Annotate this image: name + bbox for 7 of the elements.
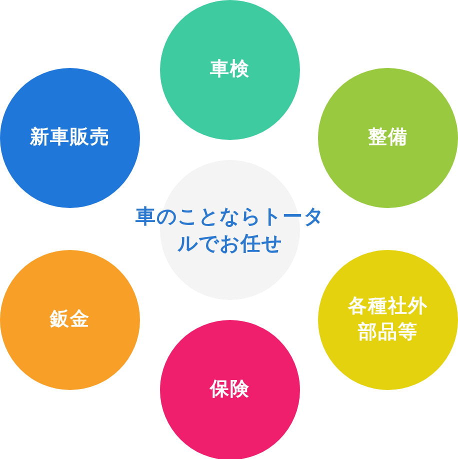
- circle-label: 各種社外部品等: [346, 294, 429, 345]
- circle-label: 新車販売: [28, 125, 111, 150]
- circle-label: 整備: [367, 125, 409, 150]
- circle-label: 保険: [208, 377, 251, 402]
- center-caption: 車のことならトータルでお任せ: [134, 203, 326, 257]
- circle-label: 車検: [209, 57, 251, 82]
- circle-label: 鈑金: [48, 307, 91, 332]
